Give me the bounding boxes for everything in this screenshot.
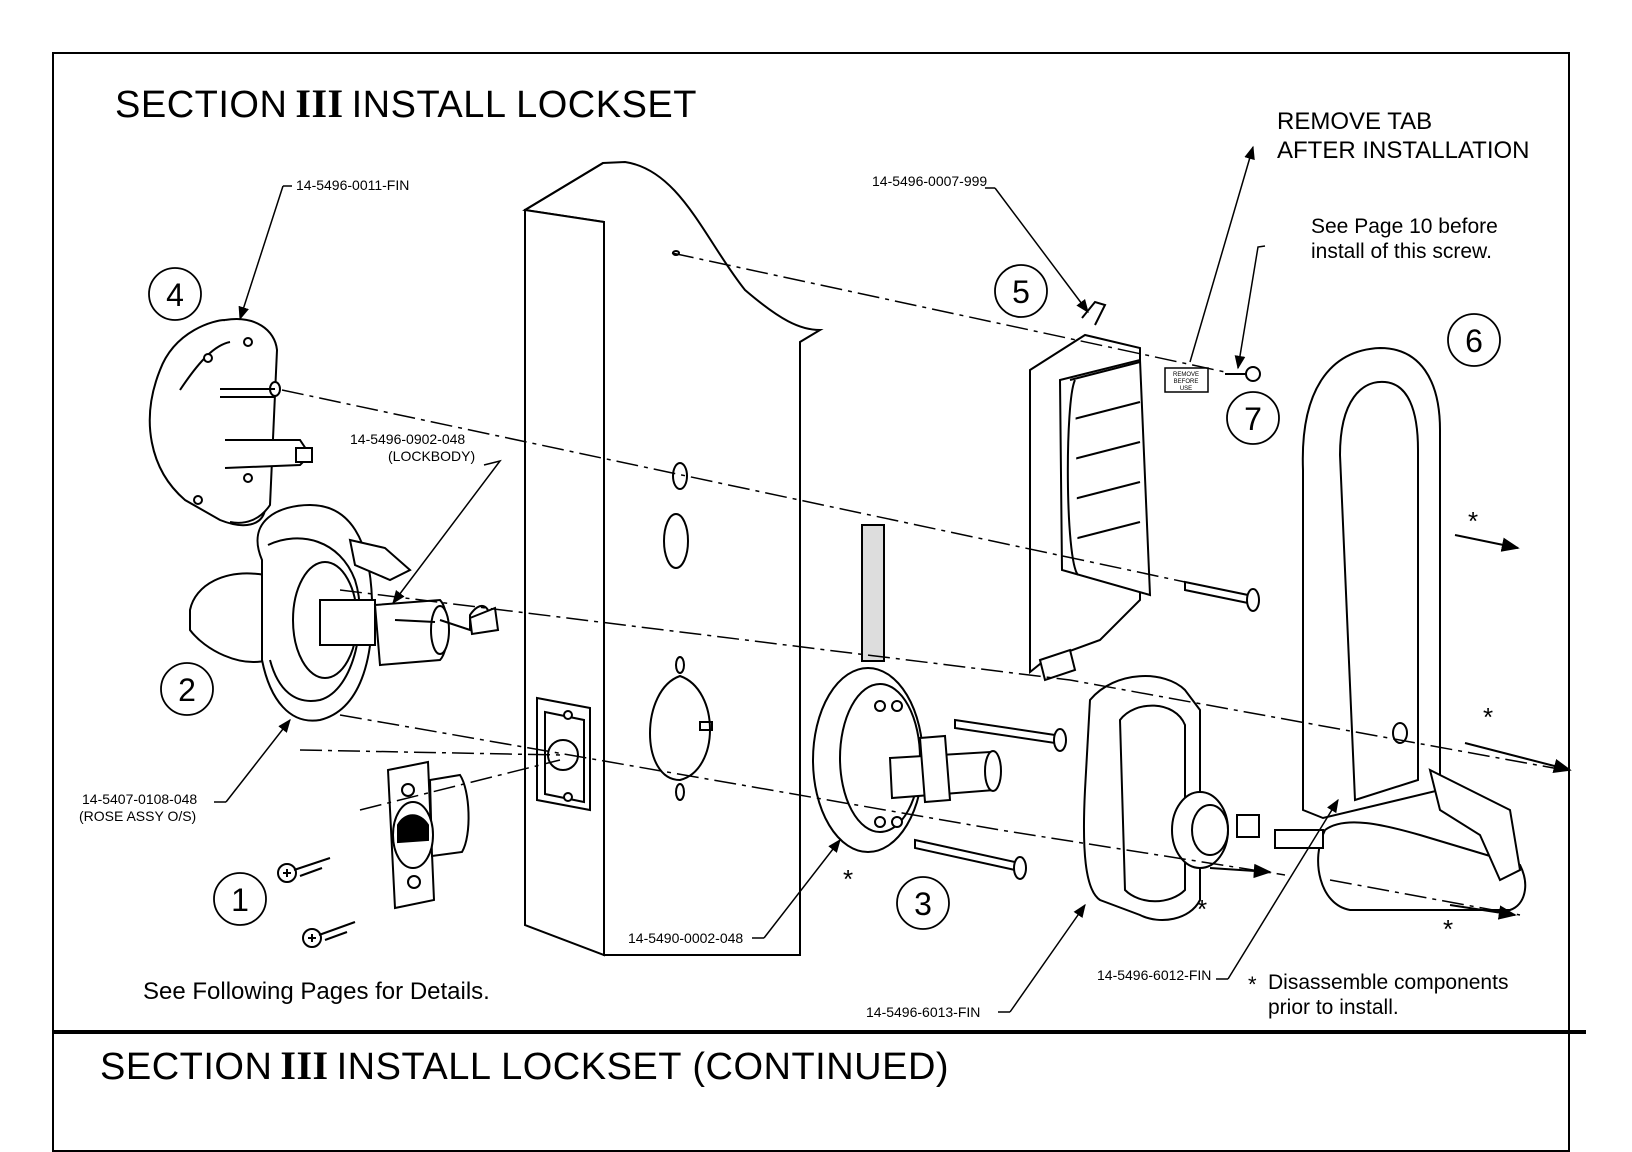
callout-3: 3 [914, 886, 932, 922]
tab-label-line3: USE [1180, 386, 1192, 392]
door-panel [522, 160, 824, 957]
part-6-escutcheon [1301, 346, 1441, 820]
part-4-inside-cover [148, 318, 313, 527]
remove-tab-note: REMOVE TAB AFTER INSTALLATION [1277, 107, 1529, 165]
callout-7: 7 [1244, 401, 1262, 437]
strike-slot [861, 524, 885, 662]
part-number-rose: 14-5407-0108-048 [82, 791, 197, 807]
callout-2: 2 [178, 672, 196, 708]
disassemble-star: * [1248, 972, 1257, 997]
part-number-lockbody: 14-5496-0902-048 [350, 431, 465, 447]
callout-circles [148, 264, 1501, 930]
leader-lines [214, 145, 1339, 1013]
direction-arrows [1209, 534, 1572, 920]
callout-1: 1 [231, 882, 249, 918]
section-suffix-continued: INSTALL LOCKSET (CONTINUED) [336, 1046, 950, 1088]
battery-pack-screw [1184, 580, 1260, 612]
callout-4: 4 [166, 277, 184, 313]
assembly-centerlines [281, 252, 1571, 916]
section-roman-continued: III [280, 1043, 329, 1088]
following-pages-note: See Following Pages for Details. [143, 978, 490, 1005]
disassemble-note: * Disassemble components prior to instal… [1248, 970, 1509, 1020]
star-marker-lever: * [1443, 914, 1453, 944]
see-page-line2: install of this screw. [1311, 240, 1492, 263]
outside-housing [1082, 675, 1324, 921]
part-number-p5: 14-5496-0007-999 [872, 173, 987, 189]
remove-tab-line1: REMOVE TAB [1277, 108, 1433, 135]
part-number-p4: 14-5496-0011-FIN [296, 177, 409, 193]
mounting-screws [914, 718, 1067, 880]
star-marker-plate: * [843, 864, 853, 894]
latch-screws [277, 857, 356, 948]
star-marker-escutcheon: * [1468, 506, 1478, 536]
part-3-mounting-plate [812, 667, 1002, 853]
disassemble-line2: prior to install. [1268, 996, 1399, 1019]
part-1-latch [386, 760, 470, 910]
tab-label-line1: REMOVE [1173, 372, 1199, 378]
disassemble-line1: Disassemble components [1268, 971, 1509, 994]
part-number-rose-note: (ROSE ASSY O/S) [79, 808, 196, 824]
section-prefix-continued: SECTION [100, 1046, 273, 1088]
tab-label-line2: BEFORE [1174, 379, 1199, 385]
part-2-rose-assembly [189, 503, 500, 722]
part-5-battery-pack [1029, 300, 1209, 682]
callout-5: 5 [1012, 274, 1030, 310]
exploded-lockset-drawing: REMOVE BEFORE USE [79, 145, 1572, 1020]
star-marker-right: * [1483, 702, 1493, 732]
callout-6: 6 [1465, 323, 1483, 359]
door-bores [649, 250, 713, 801]
part-7-screw [1225, 366, 1261, 382]
section-divider [52, 1030, 1586, 1034]
remove-tab-line2: AFTER INSTALLATION [1277, 137, 1530, 164]
see-page-note: See Page 10 before install of this screw… [1311, 214, 1498, 264]
section-suffix: INSTALL LOCKSET [351, 84, 697, 126]
part-number-p6013: 14-5496-6013-FIN [866, 1004, 980, 1020]
section-prefix: SECTION [115, 84, 288, 126]
see-page-line1: See Page 10 before [1311, 215, 1498, 238]
part-number-lockbody-note: (LOCKBODY) [388, 448, 475, 464]
part-number-p3: 14-5490-0002-048 [628, 930, 743, 946]
section-roman: III [295, 81, 344, 126]
star-marker-housing: * [1197, 894, 1207, 924]
part-number-p6012: 14-5496-6012-FIN [1097, 967, 1211, 983]
